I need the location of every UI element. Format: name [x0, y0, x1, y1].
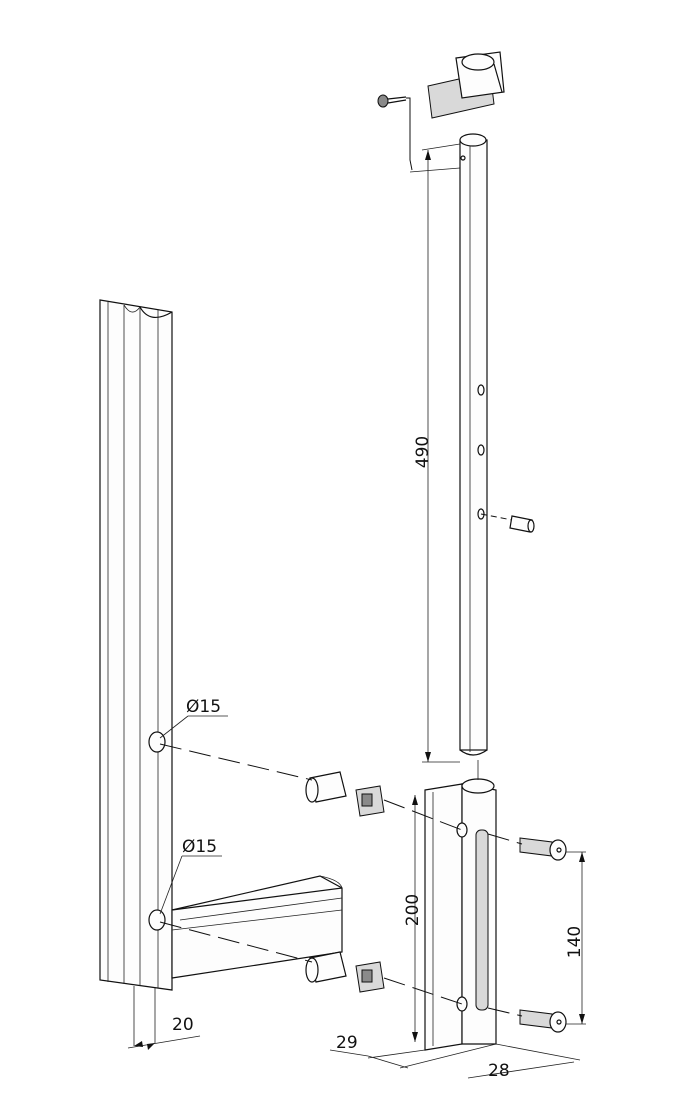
lower-screw	[519, 1009, 567, 1033]
vertical-post-profile	[99, 299, 173, 991]
dim-140: 140	[565, 851, 586, 1025]
pivot-pin	[509, 515, 535, 533]
dim-490-label: 490	[413, 436, 433, 468]
hinge-lower-bracket	[424, 760, 497, 1051]
dim-29: 29	[329, 1033, 426, 1069]
dim-200-label: 200	[403, 894, 423, 926]
dim-hole-upper: Ø15	[159, 697, 228, 739]
hinge-top-cap	[427, 51, 505, 119]
dim-29-label: 29	[336, 1033, 358, 1053]
upper-screw	[519, 837, 567, 861]
dim-hole-lower-label: Ø15	[182, 837, 217, 857]
dim-20: 20	[127, 986, 201, 1050]
post-hole-lower	[148, 909, 166, 931]
dim-140-label: 140	[565, 926, 585, 958]
assembly-lines	[159, 743, 523, 1017]
dim-490: 490	[413, 143, 461, 763]
dim-20-label: 20	[172, 1015, 194, 1035]
dim-hole-lower: Ø15	[159, 837, 222, 915]
top-screw	[377, 94, 461, 173]
lower-insert-set	[305, 951, 385, 993]
dim-28: 28	[399, 1043, 581, 1081]
dim-hole-upper-label: Ø15	[186, 697, 221, 717]
post-hole-upper	[148, 731, 166, 753]
dim-200: 200	[403, 795, 423, 1042]
dim-28-label: 28	[488, 1061, 510, 1081]
hinge-tube	[459, 133, 513, 756]
horizontal-rail	[171, 875, 343, 979]
upper-insert-set	[305, 771, 385, 817]
